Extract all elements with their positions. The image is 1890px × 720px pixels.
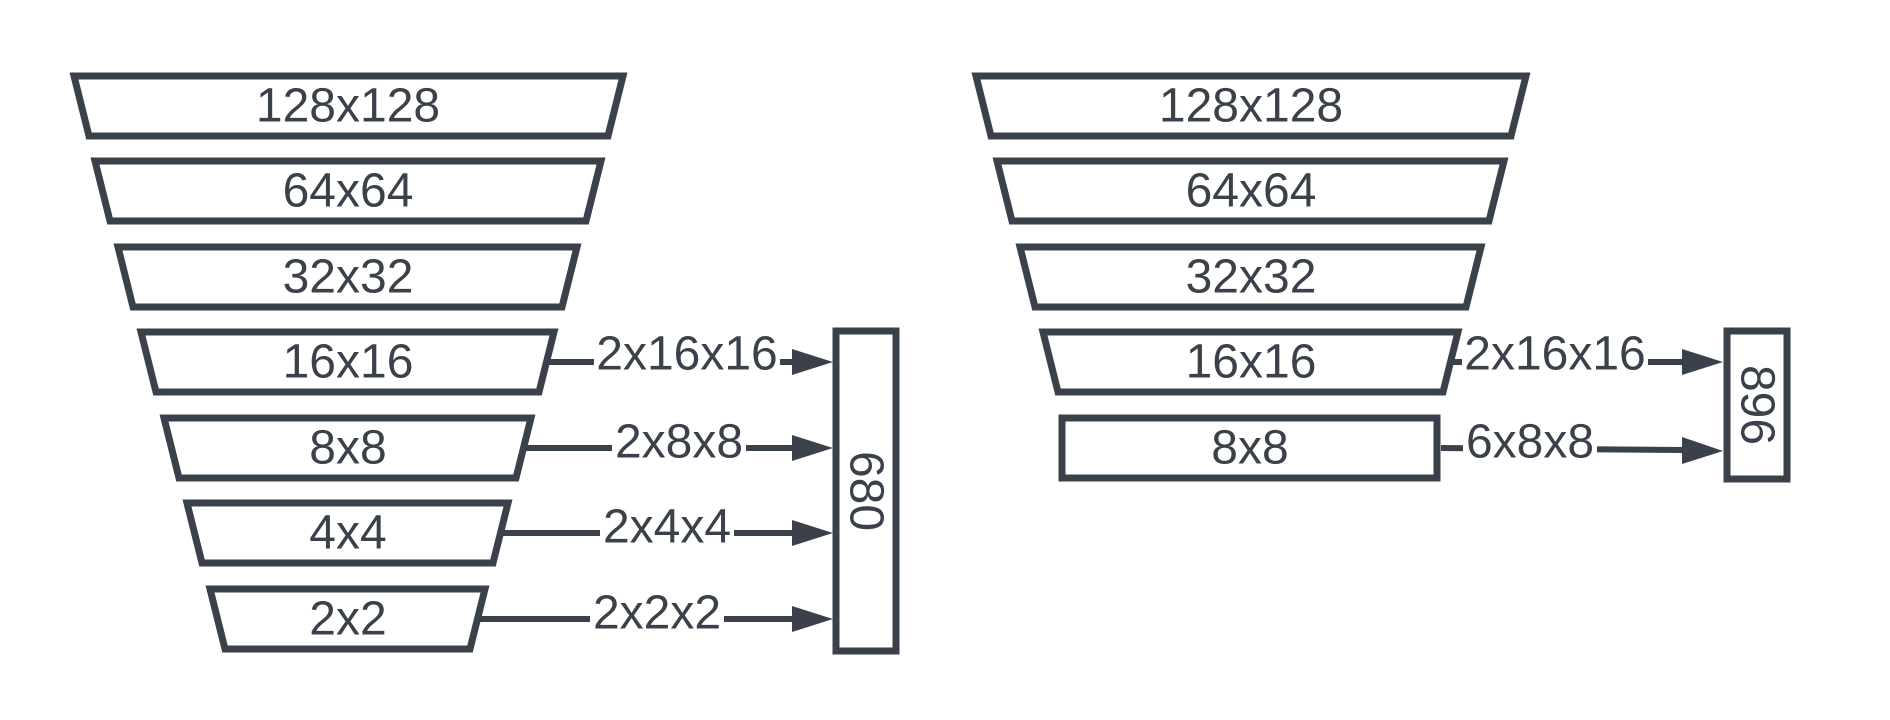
left-layer-5: 8x8 bbox=[159, 414, 536, 482]
right-layer-4: 16x16 bbox=[1038, 328, 1463, 396]
layer-label: 32x32 bbox=[1186, 251, 1317, 304]
layer-trapezoid bbox=[136, 328, 559, 396]
output-box bbox=[832, 327, 900, 655]
output-label: 680 bbox=[840, 451, 893, 531]
arrowhead-icon bbox=[792, 606, 833, 632]
label-background bbox=[590, 592, 724, 640]
right-pyramid: 128x128 64x64 32x32 16x16 8x8 bbox=[971, 72, 1531, 482]
right-connections: 2x16x16 6x8x8 bbox=[1440, 328, 1723, 469]
layer-trapezoid bbox=[992, 157, 1509, 225]
connection-label: 2x8x8 bbox=[615, 416, 743, 469]
output-label: 896 bbox=[1731, 365, 1784, 445]
label-background bbox=[612, 420, 746, 468]
layer-label: 128x128 bbox=[1159, 80, 1343, 133]
layer-label: 16x16 bbox=[283, 336, 414, 389]
arrowhead-icon bbox=[792, 435, 833, 461]
left-connection-2: 2x8x8 bbox=[523, 416, 833, 469]
layer-trapezoid bbox=[182, 499, 513, 567]
right-layer-3: 32x32 bbox=[1015, 243, 1486, 311]
left-layer-7: 2x2 bbox=[205, 585, 490, 653]
layer-trapezoid bbox=[69, 72, 628, 140]
layer-label: 16x16 bbox=[1186, 336, 1317, 389]
arrowhead-icon bbox=[1682, 349, 1723, 375]
left-connection-3: 2x4x4 bbox=[500, 501, 833, 554]
left-pyramid: 128x128 64x64 32x32 16x16 8x8 4x4 2x2 bbox=[69, 72, 628, 653]
connection-label: 2x4x4 bbox=[603, 501, 731, 554]
label-background bbox=[600, 506, 734, 554]
arrowhead-icon bbox=[1682, 437, 1723, 464]
right-layer-2: 64x64 bbox=[992, 157, 1509, 225]
right-layer-1: 128x128 bbox=[971, 72, 1531, 140]
connection-label: 2x16x16 bbox=[1464, 328, 1645, 381]
layer-label: 64x64 bbox=[1186, 165, 1317, 218]
layer-trapezoid bbox=[90, 157, 606, 225]
label-background bbox=[1463, 420, 1597, 468]
layer-trapezoid bbox=[1015, 243, 1486, 311]
right-connection-1: 2x16x16 bbox=[1450, 328, 1723, 381]
right-layer-5: 8x8 bbox=[1058, 414, 1441, 482]
left-connections: 2x16x16 2x8x8 2x4x4 2x2x2 bbox=[477, 328, 833, 640]
left-layer-6: 4x4 bbox=[182, 499, 513, 567]
left-connection-1: 2x16x16 bbox=[546, 328, 833, 381]
layer-label: 2x2 bbox=[309, 593, 386, 646]
left-layer-2: 64x64 bbox=[90, 157, 606, 225]
left-layer-3: 32x32 bbox=[113, 243, 582, 311]
layer-trapezoid bbox=[205, 585, 490, 653]
layer-label: 128x128 bbox=[256, 80, 440, 133]
label-background bbox=[594, 330, 780, 378]
layer-label: 32x32 bbox=[283, 251, 414, 304]
layer-label: 4x4 bbox=[309, 507, 386, 560]
layer-trapezoid bbox=[1038, 328, 1463, 396]
right-output: 896 bbox=[1723, 327, 1791, 483]
arrowhead-icon bbox=[792, 520, 833, 546]
left-layer-4: 16x16 bbox=[136, 328, 559, 396]
connection-label: 2x16x16 bbox=[596, 328, 777, 381]
left-layer-1: 128x128 bbox=[69, 72, 628, 140]
layer-label: 64x64 bbox=[283, 165, 414, 218]
connection-label: 2x2x2 bbox=[593, 587, 721, 640]
left-output: 680 bbox=[832, 327, 900, 655]
layer-trapezoid bbox=[113, 243, 582, 311]
connection-label: 6x8x8 bbox=[1466, 416, 1594, 469]
layer-label: 8x8 bbox=[1211, 422, 1288, 475]
right-connection-2: 6x8x8 bbox=[1440, 416, 1723, 469]
arrowhead-icon bbox=[792, 349, 833, 375]
left-connection-4: 2x2x2 bbox=[477, 587, 833, 640]
layer-label: 8x8 bbox=[309, 422, 386, 475]
layer-trapezoid bbox=[159, 414, 536, 482]
output-box bbox=[1723, 327, 1791, 483]
label-background bbox=[1462, 330, 1648, 378]
layer-rectangle bbox=[1058, 414, 1441, 482]
layer-trapezoid bbox=[971, 72, 1531, 140]
